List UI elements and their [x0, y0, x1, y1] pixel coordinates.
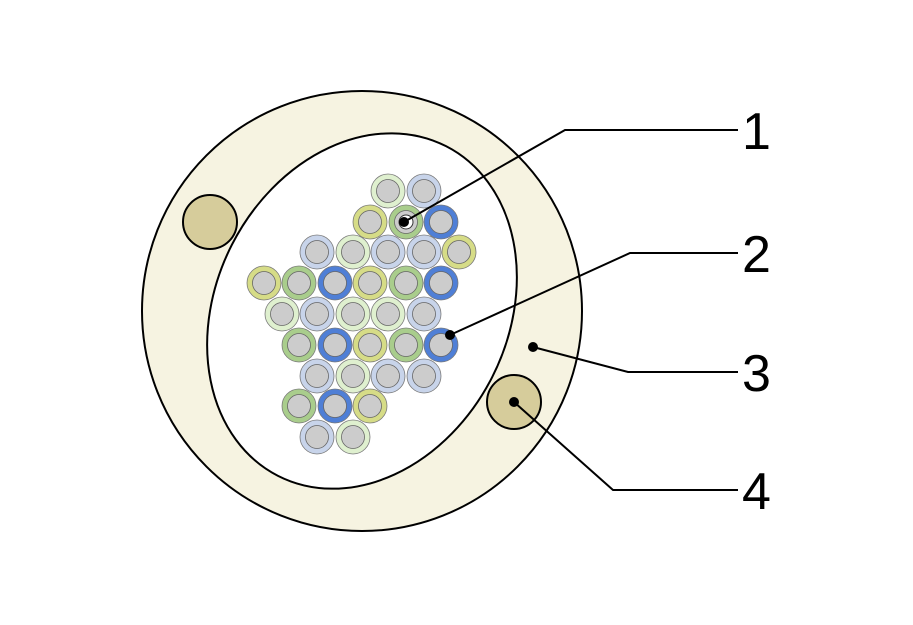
fiber-29: [370, 358, 406, 394]
fiber-core: [287, 333, 311, 357]
fiber-core: [412, 179, 436, 203]
fiber-14: [352, 265, 388, 301]
leader-line-2: [449, 252, 738, 336]
fiber-core: [429, 271, 453, 295]
fiber-core: [270, 302, 294, 326]
fiber-core: [287, 271, 311, 295]
fiber-core: [323, 333, 347, 357]
fiber-5: [423, 204, 459, 240]
fiber-35: [335, 419, 371, 455]
fiber-core: [252, 271, 276, 295]
fiber-core: [376, 364, 400, 388]
fiber-6: [299, 234, 335, 270]
fiber-core: [412, 240, 436, 264]
fiber-18: [299, 296, 335, 332]
leader-dot-1: [399, 217, 409, 227]
fiber-core: [305, 425, 329, 449]
fiber-30: [406, 358, 442, 394]
fiber-core: [412, 302, 436, 326]
fiber-8: [370, 234, 406, 270]
callout-label-2: 2: [742, 226, 771, 284]
fiber-core: [429, 210, 453, 234]
leader-dot-4: [509, 397, 519, 407]
fiber-10: [441, 234, 477, 270]
fiber-20: [370, 296, 406, 332]
leader-dot-3: [528, 342, 538, 352]
fiber-bundle: [246, 173, 477, 455]
fiber-2: [406, 173, 442, 209]
fiber-17: [264, 296, 300, 332]
fiber-core: [341, 302, 365, 326]
fiber-19: [335, 296, 371, 332]
fiber-9: [406, 234, 442, 270]
fiber-1: [370, 173, 406, 209]
fiber-core: [376, 179, 400, 203]
fiber-23: [317, 327, 353, 363]
fiber-7: [335, 234, 371, 270]
fiber-core: [358, 210, 382, 234]
fiber-16: [423, 265, 459, 301]
fiber-12: [281, 265, 317, 301]
fiber-core: [305, 240, 329, 264]
fiber-24: [352, 327, 388, 363]
strength-member-left: [182, 194, 238, 250]
fiber-core: [341, 364, 365, 388]
leader-line-1: [403, 129, 738, 223]
fiber-28: [335, 358, 371, 394]
fiber-core: [358, 394, 382, 418]
fiber-15: [388, 265, 424, 301]
fiber-33: [352, 388, 388, 424]
fiber-25: [388, 327, 424, 363]
fiber-core: [376, 302, 400, 326]
fiber-34: [299, 419, 335, 455]
fiber-32: [317, 388, 353, 424]
fiber-core: [323, 394, 347, 418]
fiber-core: [394, 271, 418, 295]
fiber-core: [412, 364, 436, 388]
fiber-core: [287, 394, 311, 418]
leader-dot-2: [445, 330, 455, 340]
fiber-core: [376, 240, 400, 264]
fiber-13: [317, 265, 353, 301]
fiber-core: [341, 240, 365, 264]
fiber-21: [406, 296, 442, 332]
fiber-3: [352, 204, 388, 240]
fiber-core: [358, 333, 382, 357]
fiber-31: [281, 388, 317, 424]
callout-label-3: 3: [742, 345, 771, 403]
callout-label-1: 1: [742, 103, 771, 161]
fiber-core: [429, 333, 453, 357]
leader-line-3: [532, 346, 738, 373]
fiber-core: [341, 425, 365, 449]
leader-line-4: [513, 401, 738, 491]
fiber-core: [394, 333, 418, 357]
fiber-core: [305, 364, 329, 388]
fiber-27: [299, 358, 335, 394]
fiber-core: [358, 271, 382, 295]
fiber-core: [447, 240, 471, 264]
fiber-core: [323, 271, 347, 295]
fiber-22: [281, 327, 317, 363]
leader-lines: [399, 129, 738, 491]
callout-label-4: 4: [742, 463, 771, 521]
fiber-core: [305, 302, 329, 326]
fiber-11: [246, 265, 282, 301]
